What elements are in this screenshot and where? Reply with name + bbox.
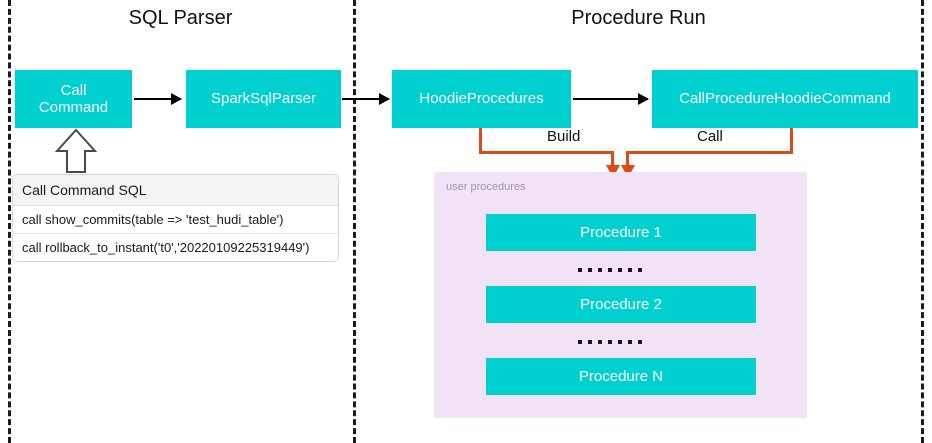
box-call-command[interactable]: Call Command [15, 70, 132, 128]
section-title-sql-parser: SQL Parser [128, 7, 233, 29]
box-hoodie-procedures[interactable]: HoodieProcedures [392, 70, 571, 128]
build-connector-label: Build [547, 128, 581, 145]
procedure-box-label: Procedure N [578, 368, 664, 385]
box-spark-sql-parser-label: SparkSqlParser [210, 90, 317, 108]
box-spark-sql-parser[interactable]: SparkSqlParser [186, 70, 341, 128]
box-call-command-label-line2: Command [38, 99, 109, 116]
ellipsis-dots [578, 340, 642, 344]
divider-middle [353, 0, 356, 443]
sql-table-row: call rollback_to_instant('t0','202201092… [13, 234, 338, 261]
call-connector-label: Call [697, 128, 723, 145]
box-call-procedure-hoodie-command[interactable]: CallProcedureHoodieCommand [652, 70, 918, 128]
user-procedures-caption: user procedures [446, 181, 526, 193]
sql-table-row: call show_commits(table => 'test_hudi_ta… [13, 206, 338, 234]
procedure-box[interactable]: Procedure 2 [486, 286, 756, 323]
procedure-box-label: Procedure 2 [580, 296, 662, 313]
block-up-arrow-icon [54, 128, 98, 173]
build-connector-horizontal [479, 151, 614, 154]
sql-table-header: Call Command SQL [13, 175, 338, 206]
box-call-procedure-hoodie-command-label: CallProcedureHoodieCommand [679, 90, 891, 108]
call-connector-vertical-right [790, 128, 793, 154]
divider-right [921, 0, 924, 443]
box-hoodie-procedures-label: HoodieProcedures [419, 90, 544, 108]
call-connector-horizontal [626, 151, 793, 154]
arrow-call-command-to-parser [134, 93, 182, 105]
build-connector-vertical-left [479, 128, 482, 154]
box-call-command-label-line1: Call [60, 81, 87, 99]
ellipsis-dots [578, 268, 642, 272]
arrow-parser-to-hoodie-procedures [342, 93, 390, 105]
build-connector-vertical-right [611, 151, 614, 168]
call-connector-vertical-left [626, 151, 629, 168]
procedure-box-label: Procedure 1 [580, 224, 662, 241]
procedure-box[interactable]: Procedure 1 [486, 214, 756, 251]
procedure-box[interactable]: Procedure N [486, 358, 756, 395]
arrow-hoodie-procedures-to-call-command-cmd [573, 93, 649, 105]
section-title-procedure-run: Procedure Run [571, 7, 706, 29]
call-command-sql-table: Call Command SQL call show_commits(table… [12, 174, 339, 262]
divider-left [8, 0, 11, 443]
